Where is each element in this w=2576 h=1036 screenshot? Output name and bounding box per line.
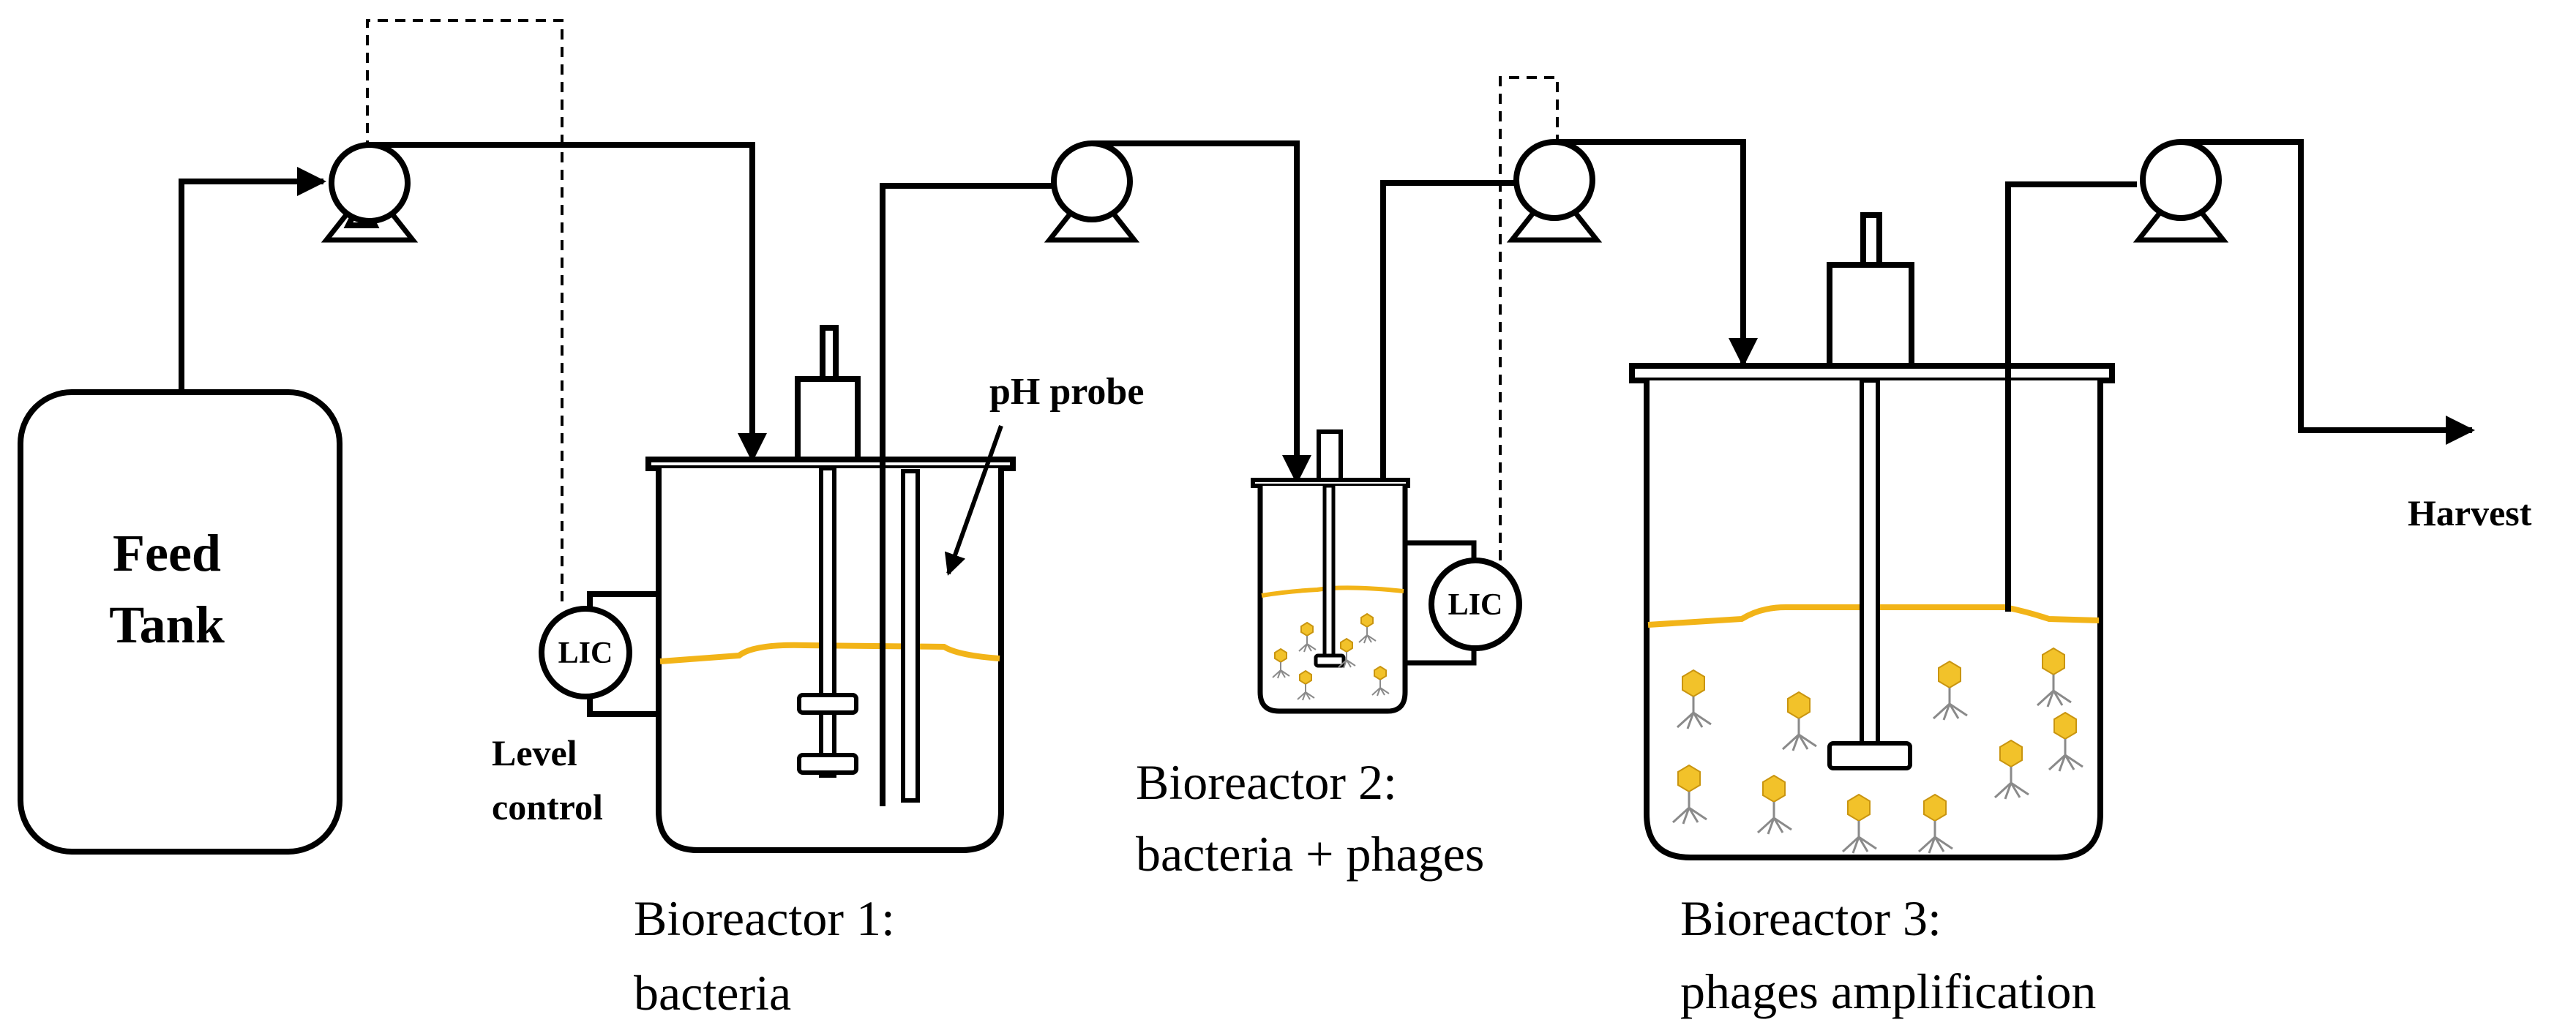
br2-outlet-line	[1380, 180, 1516, 481]
pump-icon	[2133, 139, 2229, 243]
liquid-level-3	[1647, 604, 2100, 628]
br1-outlet-line	[880, 183, 1054, 806]
feed-tank-label-1: Feed	[113, 524, 221, 582]
lic-1	[539, 606, 632, 699]
lic-2	[1429, 558, 1522, 651]
control-signal-2	[1499, 76, 1559, 560]
pump2-out-line	[1092, 140, 1311, 484]
feed-tank-label-2: Tank	[109, 596, 225, 654]
liquid-level-2	[1261, 585, 1404, 598]
pump-icon	[1506, 139, 1603, 243]
feed-line	[179, 167, 326, 392]
liquid-level-1	[659, 642, 1000, 664]
bioreactor-3	[1629, 212, 2115, 860]
ph-probe-label: pH probe	[989, 371, 1144, 413]
pump-icon	[1044, 140, 1140, 243]
bioreactor1-title: Bioreactor 1:	[634, 890, 895, 946]
pump3-out-line	[1554, 139, 1758, 367]
bioreactor3-subtitle: phages amplification	[1680, 964, 2096, 1019]
feed-tank: Feed Tank	[18, 389, 342, 855]
control-signal-1	[366, 19, 564, 601]
br3-outlet-line	[2005, 181, 2137, 612]
bioreactor1-subtitle: bacteria	[634, 965, 791, 1021]
pump1-out-line	[370, 142, 767, 462]
harvest-label: Harvest	[2408, 492, 2532, 533]
bioreactor2-title: Bioreactor 2:	[1136, 754, 1397, 810]
stirrer-icon	[1827, 378, 1912, 770]
ph-probe-arrow	[944, 424, 1003, 576]
bioreactor2-subtitle: bacteria + phages	[1136, 826, 1484, 882]
level-control-label-1: Level	[492, 732, 577, 773]
level-control-label-2: control	[492, 787, 603, 827]
bioreactor-2: LIC	[1251, 429, 1522, 714]
bioreactor3-title: Bioreactor 3:	[1680, 890, 1942, 946]
harvest-line	[2181, 139, 2475, 445]
lic-2-label: LIC	[1448, 588, 1503, 622]
stirrer-icon	[797, 466, 858, 778]
pump-icon	[321, 142, 419, 243]
bioreactor-1: LIC	[539, 325, 1016, 853]
lic-1-label: LIC	[558, 637, 613, 670]
